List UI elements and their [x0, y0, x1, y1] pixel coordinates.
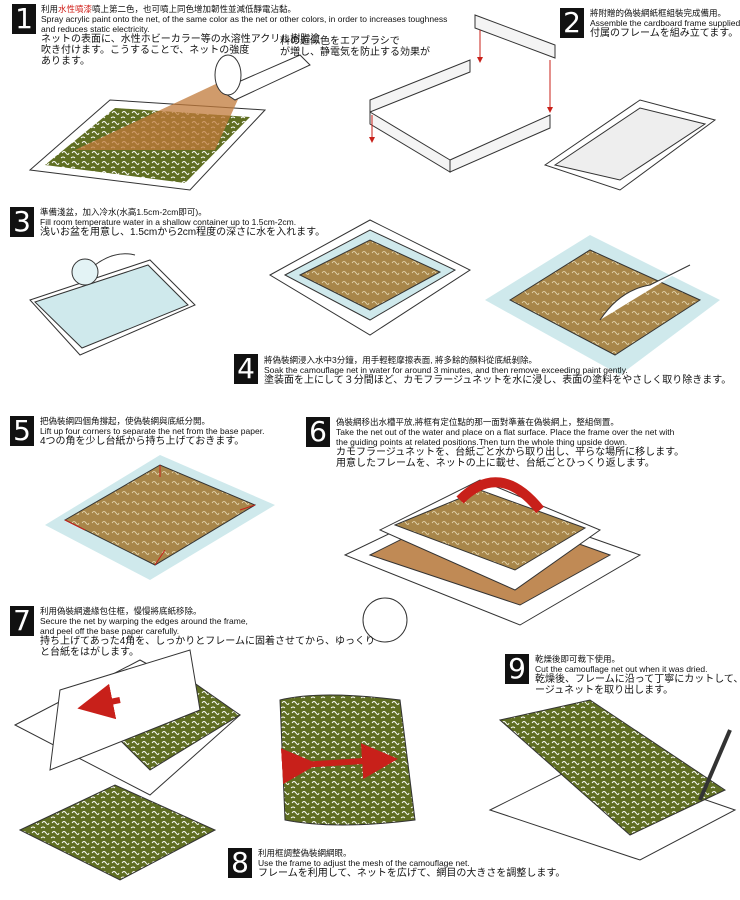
step-7-jp: と台紙をはがします。 [40, 647, 139, 658]
step-9-jp: ージュネットを取り出します。 [535, 685, 674, 696]
step-1-jp: 吹き付けます。こうすることで、ネットの強度 [41, 45, 250, 56]
step-5-zh: 把偽裝網四個角撐起，使偽裝網與底紙分開。 [40, 416, 211, 426]
step-1-zh-suffix: 噴上第二色，也可噴上同色增加韌性並減低靜電沾黏。 [92, 4, 297, 14]
step-7-text: 利用偽裝網邊緣包住框，慢慢將底紙移除。 Secure the net by wa… [40, 606, 375, 658]
step-9-text: 乾燥後即可裁下使用。 Cut the camouflage net out wh… [535, 654, 740, 696]
step7-illustration [13, 649, 241, 881]
step-4-en: Soak the camouflage net in water for aro… [264, 365, 628, 375]
step-3-text: 準備淺盆，加入冷水(水高1.5cm-2cm即可)。 Fill room temp… [40, 207, 325, 238]
step-7-en: Secure the net by warping the edges arou… [40, 616, 248, 626]
step6-illustration [343, 477, 642, 643]
step8-illustration [279, 694, 416, 826]
step-1-zh-highlight: 水性噴漆 [58, 4, 93, 14]
step9-illustration [488, 699, 737, 861]
step-3-en: Fill room temperature water in a shallow… [40, 217, 297, 227]
step-4-jp: 塗装面を上にして３分間ほど、カモフラージュネットを水に浸し、表面の塗料をやさしく… [264, 375, 732, 386]
step-8-text: 利用框調整偽裝網網眼。 Use the frame to adjust the … [258, 848, 565, 879]
step1-illustration [28, 54, 311, 191]
step-1-text: 利用水性噴漆噴上第二色，也可噴上同色增加韌性並減低靜電沾黏。 Spray acr… [41, 4, 447, 67]
step-4-text: 將偽裝網浸入水中3分鐘，用手輕輕摩擦表面, 將多餘的顏料從底紙剝除。 Soak … [264, 355, 731, 386]
step-1-zh-prefix: 利用 [41, 4, 59, 14]
step-6-en: the guiding points at related positions.… [336, 437, 628, 447]
step-4-badge: 4 [234, 354, 258, 384]
step-1-jp-right: 料の近似色をエアブラシで [280, 36, 400, 47]
step-7-en: and peel off the base paper carefully. [40, 626, 180, 636]
step5-illustration [45, 455, 275, 580]
step-5-en: Lift up four corners to separate the net… [40, 426, 265, 436]
step-5-text: 把偽裝網四個角撐起，使偽裝網與底紙分開。 Lift up four corner… [40, 416, 264, 447]
step-1-jp-right: が増し、静電気を防止する効果が [280, 47, 430, 58]
step-6-en: Take the net out of the water and place … [336, 427, 675, 437]
step-4-zh: 將偽裝網浸入水中3分鐘，用手輕輕摩擦表面, 將多餘的顏料從底紙剝除。 [264, 355, 537, 365]
step2-illustration [369, 14, 717, 191]
step-2-badge: 2 [560, 8, 584, 38]
step-9-jp: 乾燥後、フレームに沿って丁寧にカットして、カモフラ [535, 674, 740, 685]
step-7-zh: 利用偽裝網邊緣包住框，慢慢將底紙移除。 [40, 606, 202, 616]
step-5-jp: 4つの角を少し台紙から持ち上げておきます。 [40, 436, 245, 447]
step-1-en: and reduces static electricity. [41, 24, 150, 34]
step-7-badge: 7 [10, 606, 34, 636]
step-1-badge: 1 [12, 4, 36, 34]
step-8-zh: 利用框調整偽裝網網眼。 [258, 848, 352, 858]
step-2-zh: 將附贈的偽裝網紙框組裝完成備用。 [590, 8, 727, 18]
step3-illustration [29, 219, 472, 356]
step-8-en: Use the frame to adjust the mesh of the … [258, 858, 470, 868]
step-8-jp: フレームを利用して、ネットを広げて、網目の大きさを調整します。 [258, 868, 566, 879]
step-2-text: 將附贈的偽裝網紙框組裝完成備用。 Assemble the cardboard … [590, 8, 740, 39]
step-6-badge: 6 [306, 417, 330, 447]
step-2-en: Assemble the cardboard frame supplied. [590, 18, 740, 28]
step-9-badge: 9 [505, 654, 529, 684]
step-6-text: 偽裝網移出水槽平放,將框有定位點的那一面對準蓋在偽裝網上，整組倒置。 Take … [336, 417, 684, 469]
step-5-badge: 5 [10, 416, 34, 446]
step-2-jp: 付属のフレームを組み立てます。 [590, 28, 739, 39]
step-1-jp: あります。 [41, 56, 90, 67]
step-3-jp: 浅いお盆を用意し、1.5cmから2cm程度の深さに水を入れます。 [40, 227, 326, 238]
step-6-jp: カモフラージュネットを、台紙ごと水から取り出し、平らな場所に移します。 [336, 447, 685, 458]
step-3-zh: 準備淺盆，加入冷水(水高1.5cm-2cm即可)。 [40, 207, 207, 217]
step4-illustration [485, 235, 720, 375]
step-6-zh: 偽裝網移出水槽平放,將框有定位點的那一面對準蓋在偽裝網上，整組倒置。 [336, 417, 619, 427]
step-1-text-right: 料の近似色をエアブラシで が増し、静電気を防止する効果が [280, 36, 430, 58]
step-6-jp: 用意したフレームを、ネットの上に載せ、台紙ごとひっくり返します。 [336, 458, 655, 469]
step-8-badge: 8 [228, 848, 252, 878]
step-7-jp: 持ち上げてあった4角を、しっかりとフレームに固着させてから、ゆっくり [40, 636, 375, 647]
step-9-en: Cut the camouflage net out when it was d… [535, 664, 708, 674]
step-9-zh: 乾燥後即可裁下使用。 [535, 654, 621, 664]
step-1-jp: ネットの表面に、水性ホビーカラー等の水溶性アクリル樹脂塗 [41, 34, 321, 45]
step-3-badge: 3 [10, 207, 34, 237]
step-1-en: Spray acrylic paint onto the net, of the… [41, 14, 448, 24]
